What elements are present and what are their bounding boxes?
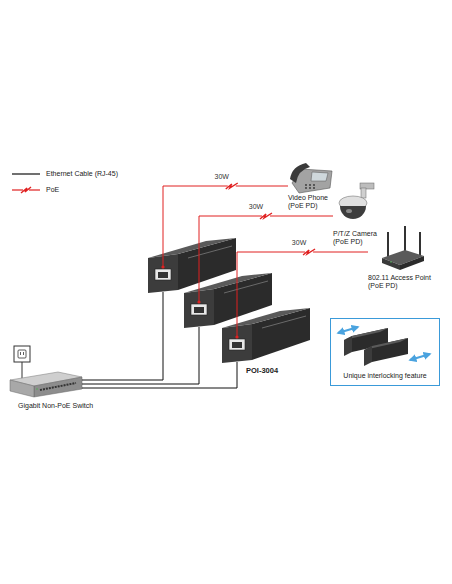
access-point: 802.11 Access Point (PoE PD): [368, 222, 446, 290]
power-outlet-part: [18, 350, 26, 358]
power-outlet-part: [23, 352, 24, 355]
interlock-illustration-part: [410, 354, 430, 360]
non-poe-switch: Gigabit Non-PoE Switch: [10, 372, 100, 410]
video-phone-icon-part: [313, 187, 315, 189]
interlock-illustration-part: [372, 338, 408, 362]
poe-wire: [237, 252, 368, 337]
legend-samples: [12, 174, 40, 193]
poe-injector-part: [194, 307, 204, 313]
icon-area: [288, 158, 338, 194]
poe-injector-part: [224, 281, 268, 293]
icon-area: [368, 222, 446, 274]
switch-icon-part: [36, 388, 38, 390]
poe-injector-part: [222, 308, 310, 328]
access-point-icon-part: [390, 261, 392, 263]
interlock-illustration-part: [344, 336, 352, 356]
node-text: Gigabit Non-PoE Switch: [10, 402, 100, 410]
poe-wire: [199, 216, 333, 302]
interlock-inset: Unique interlocking feature: [330, 318, 440, 386]
poe-injector-part: [148, 238, 236, 258]
poe-injector-part: [262, 316, 306, 328]
node-text: 802.11 Access Point (PoE PD): [368, 274, 446, 290]
legend-samples-part: [12, 173, 40, 174]
poe-connector: [100, 213, 333, 384]
interlock-illustration-part: [338, 327, 358, 333]
node-text: Unique interlocking feature: [343, 372, 426, 380]
video-phone-icon-part: [290, 163, 310, 183]
power-outlet: [14, 346, 30, 381]
switch-icon-part: [82, 384, 100, 385]
video-phone-icon-part: [309, 184, 311, 186]
power-label: 30W: [214, 172, 230, 181]
power-label: 30W: [291, 238, 307, 247]
power-outlet-part: [20, 352, 21, 355]
poe-injector-part: [191, 304, 207, 315]
access-point-icon-part: [419, 232, 421, 257]
power-outlet-part: [14, 346, 30, 362]
poe-connector: [100, 183, 288, 380]
video-phone-icon-part: [313, 184, 315, 186]
video-phone: Video Phone (PoE PD): [288, 158, 338, 210]
video-phone-icon-part: [311, 172, 328, 181]
legend-text: Ethernet Cable (RJ-45): [46, 169, 118, 178]
switch-icon-part: [40, 383, 76, 390]
interlock-illustration: [338, 327, 430, 366]
access-point-icon-part: [400, 256, 424, 270]
poe-connector: [100, 249, 368, 388]
ethernet-wire: [100, 292, 163, 380]
ptz-camera-icon-part: [340, 206, 366, 219]
video-phone-icon-part: [305, 184, 307, 186]
ptz-camera-icon: [339, 183, 374, 219]
poe-bolt: [303, 249, 315, 255]
access-point-icon: [382, 226, 424, 270]
model-label: POI-3004: [246, 366, 278, 375]
power-label: 30W: [248, 202, 264, 211]
legend-samples-part: [21, 187, 31, 193]
poe-bolt: [260, 213, 272, 219]
switch-icon-part: [82, 388, 100, 389]
access-point-icon-part: [404, 226, 406, 252]
legend-samples-part: [29, 189, 40, 190]
poe-bolt: [226, 183, 238, 189]
poe-injector-part: [155, 269, 171, 280]
ethernet-wire: [100, 327, 199, 384]
video-phone-icon-part: [305, 187, 307, 189]
video-phone-icon-part: [309, 187, 311, 189]
ptz-camera: P/T/Z Camera (PoE PD): [333, 180, 387, 246]
switch-icon-part: [34, 377, 82, 397]
icon-area: [10, 372, 100, 402]
node-text: P/T/Z Camera (PoE PD): [333, 230, 387, 246]
video-phone-icon: [290, 163, 332, 193]
switch-icon-part: [82, 380, 100, 381]
poe-injector-part: [229, 339, 245, 350]
icon-area: [333, 180, 387, 230]
ptz-camera-icon-part: [361, 188, 366, 198]
poe-injector-part: [232, 342, 242, 348]
node-text: Video Phone (PoE PD): [288, 194, 338, 210]
ethernet-wire: [100, 362, 237, 388]
switch-icon-part: [10, 380, 34, 397]
access-point-icon-part: [382, 258, 400, 270]
poe-injector-part: [184, 273, 272, 293]
poe-wire: [163, 186, 288, 267]
ptz-camera-icon-part: [346, 209, 352, 213]
poe-injector-part: [188, 246, 232, 258]
poe-injector-part: [158, 272, 168, 278]
interlock-illustration-part: [364, 346, 372, 366]
switch-icon: [10, 372, 100, 397]
access-point-icon-part: [387, 232, 389, 258]
legend-samples-part: [12, 189, 23, 190]
poe-injector: [222, 308, 310, 363]
legend-text: PoE: [46, 185, 59, 194]
